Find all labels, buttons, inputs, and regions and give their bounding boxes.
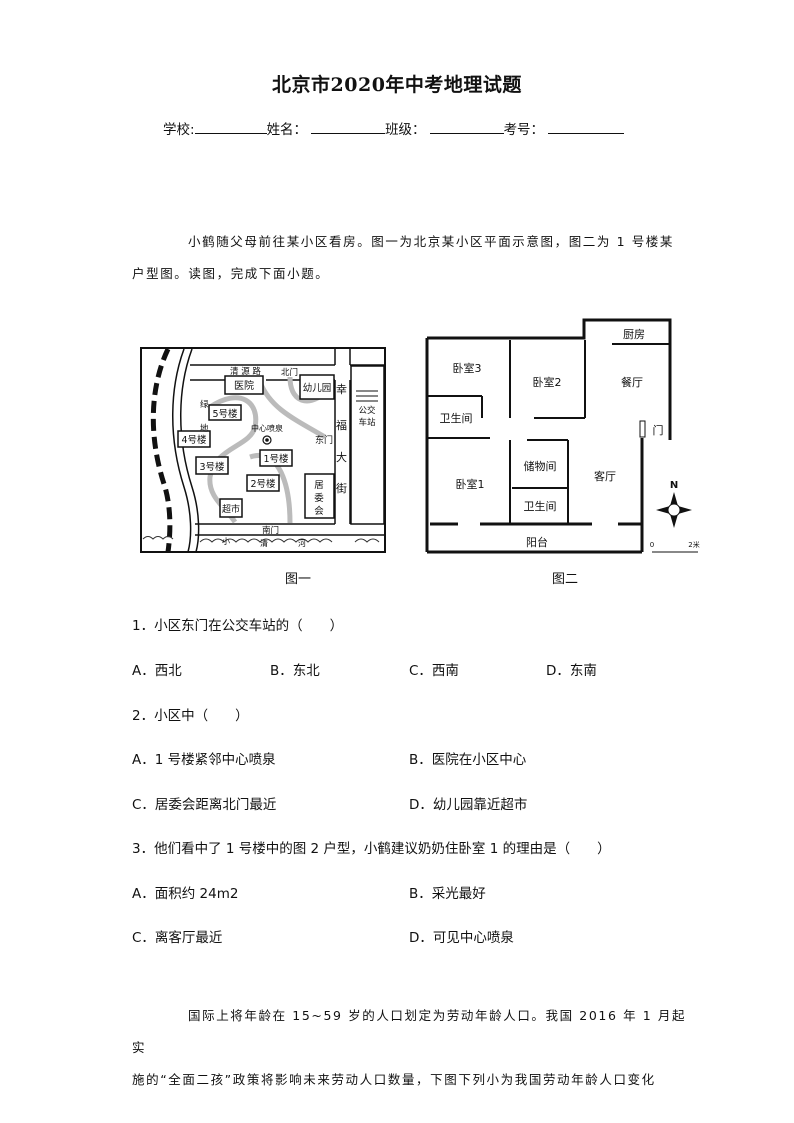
river-label-1: 小 [222,537,230,546]
living-room-label: 客厅 [594,469,616,483]
committee-label-1: 居 [314,480,324,491]
figure-1-caption: 图一 [285,572,312,587]
bedroom-2-label: 卧室2 [533,375,562,389]
street-label-3: 大 [336,450,347,464]
question-2-option-b[interactable]: B．医院在小区中心 [409,752,527,768]
river-label-3: 河 [298,538,306,548]
hospital-label: 医院 [234,379,254,392]
passage-labor-population: 国际上将年龄在 15~59 岁的人口划定为劳动年龄人口。我国 2016 年 1 … [132,1000,692,1096]
building-3-label: 3号楼 [199,461,225,473]
green-label-2: 地 [200,423,209,434]
bus-stop-icon [356,390,378,402]
bathroom-top-label: 卫生间 [440,411,473,425]
bus-station-label-2: 车站 [358,417,376,428]
scale-end: 2米 [688,540,699,549]
door-marker [639,420,646,438]
page-title: 北京市2020年中考地理试题 [272,74,522,96]
compass-north-label: N [670,480,678,491]
question-1-option-a[interactable]: A．西北 [132,663,182,679]
class-field[interactable] [429,119,504,134]
passage-line-1: 小鹤随父母前往某小区看房。图一为北京某小区平面示意图，图二为 1 号楼某 [188,234,675,249]
exam-number-field[interactable] [548,119,625,134]
passage-2-line-2: 施的“全面二孩”政策将影响未来劳动人口数量，下图下列小为我国劳动年龄人口变化 [132,1072,656,1087]
passage-line-2: 户型图。读图，完成下面小题。 [132,266,330,281]
supermarket-label: 超市 [222,503,240,515]
bedroom-3-label: 卧室3 [453,361,482,375]
question-2-option-c[interactable]: C．居委会距离北门最近 [132,797,277,813]
figure-community-map: 医院 幼儿园 5号楼 4号楼 3号楼 1号楼 2号楼 居 委 会 超市 中心喷泉… [140,347,386,553]
fountain-label: 中心喷泉 [251,423,283,433]
student-info-line: 学校: 姓名： 班级： 考号： [163,118,625,138]
question-3-option-b[interactable]: B．采光最好 [409,886,486,902]
exam-number-label: 考号： [503,122,545,138]
kitchen-label: 厨房 [623,328,645,341]
scale-start: 0 [650,541,654,549]
scale-bar: 0 2米 [650,540,700,553]
question-1-option-c[interactable]: C．西南 [409,663,459,679]
south-gate-label: 南门 [262,525,279,536]
school-label: 学校: [163,122,195,138]
door-label: 门 [653,423,664,437]
question-3-option-d[interactable]: D．可见中心喷泉 [409,930,514,946]
dining-room-label: 餐厅 [621,375,643,389]
question-2-option-d[interactable]: D．幼儿园靠近超市 [409,797,528,813]
bathroom-bottom-label: 卫生间 [524,499,557,513]
building-1-label: 1号楼 [263,453,289,465]
figure-2-caption: 图二 [552,572,579,587]
compass-icon: N [656,480,692,528]
question-3-stem: 3．他们看中了 1 号楼中的图 2 户型，小鹤建议奶奶住卧室 1 的理由是（ ） [132,841,611,857]
committee-label-3: 会 [314,505,324,517]
class-label: 班级： [385,122,426,138]
green-label-1: 绿 [200,399,209,410]
question-3-option-c[interactable]: C．离客厅最近 [132,930,223,946]
question-2-option-a[interactable]: A．1 号楼紧邻中心喷泉 [132,752,276,768]
figure-floor-plan: 厨房 卧室3 卧室2 餐厅 卫生间 门 卧室1 储物间 客厅 卫生间 阳台 N … [425,318,700,554]
east-gate-label: 东门 [315,434,333,446]
street-label-1: 幸 [336,383,347,396]
bedroom-1-label: 卧室1 [456,477,485,491]
north-gate-label: 北门 [281,367,298,378]
question-1-option-b[interactable]: B．东北 [270,663,320,679]
kindergarten-label: 幼儿园 [303,382,332,394]
passage-2-line-1: 国际上将年龄在 15~59 岁的人口划定为劳动年龄人口。我国 2016 年 1 … [132,1008,687,1055]
balcony-label: 阳台 [526,535,548,549]
fountain-icon [262,435,272,445]
street-label-4: 街 [336,481,347,495]
road-label: 清 源 路 [230,366,261,377]
building-5-label: 5号楼 [212,408,238,420]
passage-intro: 小鹤随父母前往某小区看房。图一为北京某小区平面示意图，图二为 1 号楼某 户型图… [132,226,692,290]
question-3-option-a[interactable]: A．面积约 24m2 [132,886,239,902]
river-label-2: 清 [260,538,268,548]
committee-label-2: 委 [314,492,324,504]
school-field[interactable] [194,119,267,134]
building-4-label: 4号楼 [181,434,207,446]
bus-station-label-1: 公交 [358,405,376,416]
street-label-2: 福 [336,418,347,432]
question-2-stem: 2．小区中（ ） [132,708,249,724]
name-label: 姓名： [266,122,308,138]
question-1-stem: 1．小区东门在公交车站的（ ） [132,618,344,634]
building-2-label: 2号楼 [250,478,276,490]
question-1-option-d[interactable]: D．东南 [546,663,597,679]
name-field[interactable] [311,119,386,134]
storage-room-label: 储物间 [524,459,557,473]
